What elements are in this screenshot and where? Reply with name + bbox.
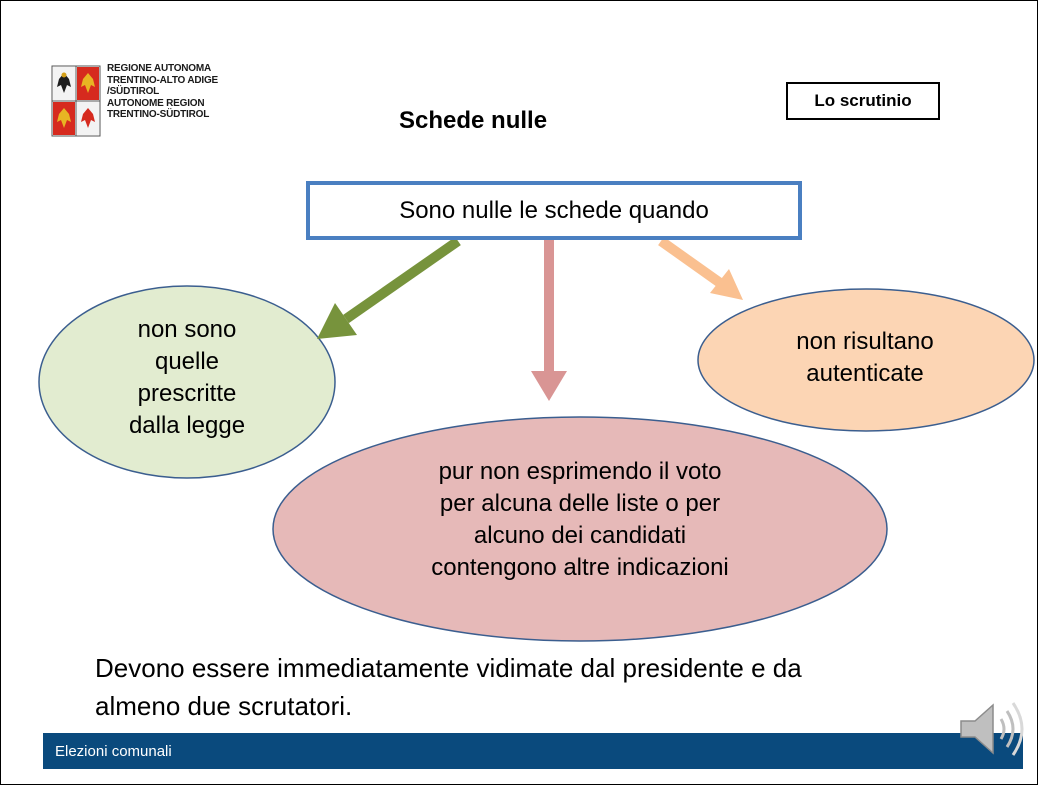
branch-line: autenticate [806,360,924,387]
speaker-icon[interactable] [955,697,1025,761]
branch-text-illegal: non sono quelle prescritte dalla legge [99,314,275,442]
arrow-to-illegal [317,236,461,339]
slide-title: Schede nulle [399,107,548,134]
branch-line: prescritte [137,380,237,407]
branch-line: quelle [154,348,220,375]
coat-of-arms-icon [51,65,101,137]
arrow-to-other-marks [531,240,567,401]
branch-text-other-marks: pur non esprimendo il voto per alcuna de… [291,456,869,584]
arrow-to-not-authenticated [658,236,743,300]
branch-line: pur non esprimendo il voto [438,458,722,485]
branch-line: non risultano [796,328,934,355]
branch-line: per alcuna delle liste o per [439,490,721,517]
branch-line: dalla legge [128,412,246,439]
branch-line: contengono altre indicazioni [431,554,729,581]
region-logo: REGIONE AUTONOMA TRENTINO-ALTO ADIGE /SÜ… [51,63,218,139]
footer-bar [43,733,1023,769]
branch-ellipse-illegal [38,285,336,479]
diagram-root-box: Sono nulle le schede quando [306,181,802,240]
logo-line: TRENTINO-SÜDTIROL [107,109,210,120]
logo-line: AUTONOME REGION [107,97,205,109]
branch-line: alcuno dei candidati [473,522,687,549]
region-logo-text: REGIONE AUTONOMA TRENTINO-ALTO ADIGE /SÜ… [107,63,218,121]
branch-text-not-authenticated: non risultano autenticate [717,326,1013,390]
validation-note: Devono essere immediatamente vidimate da… [95,649,995,725]
note-line: almeno due scrutatori. [95,691,353,721]
logo-line: TRENTINO-ALTO ADIGE [107,74,219,86]
logo-line: /SÜDTIROL [107,86,160,97]
footer-label: Elezioni comunali [55,743,172,760]
section-tag: Lo scrutinio [786,82,940,120]
branch-ellipse-not-authenticated [697,288,1035,432]
logo-line: REGIONE AUTONOMA [107,63,212,74]
branch-ellipse-other-marks [272,416,888,642]
note-line: Devono essere immediatamente vidimate da… [95,653,802,683]
branch-line: non sono [137,316,237,343]
